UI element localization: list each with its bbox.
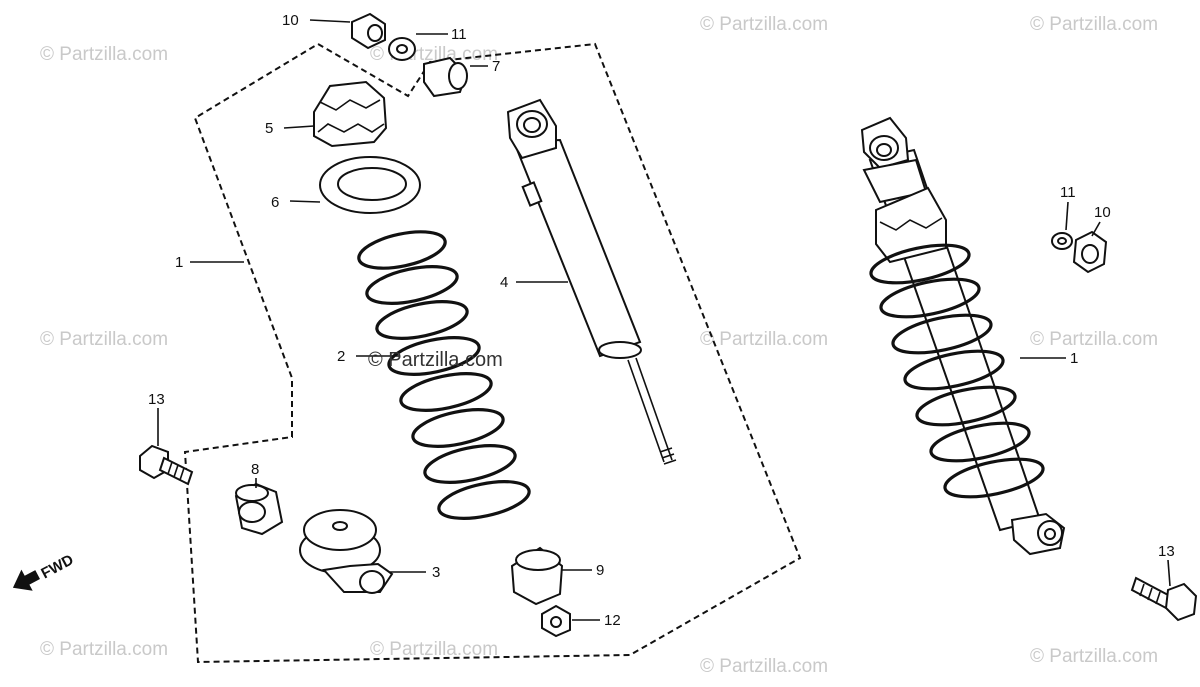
callout-11-right[interactable]: 11	[1060, 184, 1076, 201]
rubber-bushing-part[interactable]	[423, 56, 468, 98]
fwd-label: FWD	[38, 551, 76, 582]
watermark: © Partzilla.com	[700, 656, 828, 677]
lower-bushing-part[interactable]	[234, 482, 284, 536]
cap-nut-part-right[interactable]	[1072, 230, 1108, 274]
watermark-layer: © Partzilla.com © Partzilla.com © Partzi…	[40, 14, 1158, 677]
watermark: © Partzilla.com	[700, 329, 828, 350]
callout-3[interactable]: 3	[432, 564, 440, 581]
fwd-arrow-icon: FWD	[12, 551, 77, 591]
watermark: © Partzilla.com	[1030, 329, 1158, 350]
bolt-part[interactable]	[139, 444, 194, 486]
bump-rubber-part[interactable]	[510, 546, 564, 606]
watermark: © Partzilla.com	[40, 44, 168, 65]
cap-nut-part[interactable]	[351, 12, 386, 50]
watermark-center: © Partzilla.com	[368, 349, 503, 371]
callout-labels: 10 11 7 5 6 1 2 4 13 8 3 9 12 1 11 10 13	[148, 12, 1175, 629]
spring-adjuster-part[interactable]	[313, 80, 388, 148]
callout-13-left[interactable]: 13	[148, 391, 165, 408]
washer-part[interactable]	[388, 37, 416, 61]
callout-2[interactable]: 2	[337, 348, 345, 365]
lock-nut-part[interactable]	[541, 604, 571, 638]
leader-lines	[157, 19, 1171, 621]
coil-spring-part[interactable]	[356, 225, 533, 525]
callout-1-left[interactable]: 1	[175, 254, 183, 271]
assembly-boundary	[183, 42, 802, 664]
callout-4[interactable]: 4	[500, 274, 508, 291]
callout-13-right[interactable]: 13	[1158, 543, 1175, 560]
watermark: © Partzilla.com	[370, 639, 498, 660]
callout-6[interactable]: 6	[271, 194, 279, 211]
watermark: © Partzilla.com	[40, 329, 168, 350]
callout-11[interactable]: 11	[451, 26, 467, 43]
bolt-part-right[interactable]	[1130, 576, 1198, 622]
washer-part-right[interactable]	[1051, 232, 1073, 250]
watermark: © Partzilla.com	[1030, 646, 1158, 667]
callout-8[interactable]: 8	[251, 461, 259, 478]
assembled-shock-part[interactable]	[860, 116, 1066, 556]
callout-1-right[interactable]: 1	[1070, 350, 1078, 367]
watermark: © Partzilla.com	[40, 639, 168, 660]
callout-12[interactable]: 12	[604, 612, 621, 629]
callout-10-right[interactable]: 10	[1094, 204, 1111, 221]
lower-joint-part[interactable]	[299, 509, 394, 594]
watermark: © Partzilla.com	[700, 14, 828, 35]
damper-part[interactable]	[506, 98, 677, 465]
callout-7[interactable]: 7	[492, 58, 500, 75]
callout-10[interactable]: 10	[282, 12, 299, 29]
spring-seat-part[interactable]	[319, 156, 421, 214]
callout-5[interactable]: 5	[265, 120, 273, 137]
callout-9[interactable]: 9	[596, 562, 604, 579]
watermark: © Partzilla.com	[1030, 14, 1158, 35]
